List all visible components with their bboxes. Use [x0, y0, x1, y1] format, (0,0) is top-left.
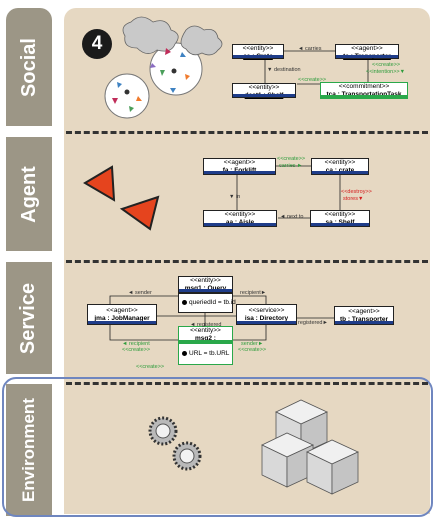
- badge-number: 4: [91, 33, 103, 54]
- intention-label: <<intention>>▼: [366, 69, 406, 75]
- gears-illustration: [148, 416, 202, 471]
- msg1-attr-dot: [182, 300, 187, 305]
- separator-social-agent: [66, 131, 428, 134]
- agent-create-label: <<create>>: [277, 156, 306, 162]
- sender-bottom-label: sender►: [241, 341, 264, 347]
- sender-top-label: ◄ sender: [128, 290, 152, 296]
- stores-label: stores▼: [343, 196, 364, 202]
- msg2-attr: URL = tb.URL: [189, 350, 230, 357]
- create-right-label: <<create>>: [372, 62, 401, 68]
- ca-crate-box: <<entity>>ca : Crate: [232, 44, 284, 60]
- badge-circle: [82, 29, 112, 59]
- msg1-attr-box: queriedId = tb.id: [178, 293, 236, 313]
- aa-aisle-box: <<entity>>aa : Aisle: [203, 210, 277, 227]
- msg1-query-box: <<entity>>msg1 : Query: [178, 276, 233, 293]
- agent-tab: Agent: [6, 137, 52, 251]
- isa-directory-box: <<service>>isa : Directory: [236, 304, 297, 325]
- social-tab: Social: [6, 8, 52, 126]
- environment-tab: Environment: [6, 384, 52, 516]
- registered-mid-label: ◄ registered: [190, 322, 222, 328]
- tb-transporter-box: <<agent>>tb : Transporter: [334, 306, 394, 325]
- next-to-label: ◄ next to: [280, 214, 304, 220]
- service-tab: Service: [6, 262, 52, 374]
- registered-right-label: registered►: [298, 320, 328, 326]
- environment-panel: [64, 377, 430, 514]
- create-bottom-left2-label: <<create>>: [136, 364, 165, 370]
- msg2-attr-box: URL = tb.URL: [178, 343, 233, 365]
- msg2-queryreply-box: <<entity>>msg2 : QueryReply: [178, 326, 233, 350]
- create-left-label: <<create>>: [298, 77, 327, 83]
- create-bottom-left-label: <<create>>: [122, 347, 151, 353]
- separator-agent-service: [66, 260, 428, 263]
- agent-arrowheads: [83, 165, 160, 231]
- in-label: ▼ in: [229, 194, 241, 200]
- carries-label: ◄ carries: [298, 46, 322, 52]
- recipient-top-label: recipient►: [240, 290, 267, 296]
- destroy-label: <<destroy>>: [341, 189, 372, 195]
- dest1-shelf-box: <<entity>>dest1 : Shelf: [232, 83, 296, 99]
- agent-panel: [64, 128, 430, 256]
- ta-transporter-box: <<agent>>ta : Transporter: [335, 44, 399, 60]
- destination-label: ▼ destination: [267, 67, 301, 73]
- fa-forklift-box: <<agent>>fa : Forklift: [203, 158, 276, 175]
- environment-frame: [2, 377, 433, 517]
- msg1-attr: queriedId = tb.id: [189, 299, 236, 306]
- create-bottom-right-label: <<create>>: [238, 347, 267, 353]
- msg2-attr-dot: [182, 351, 187, 356]
- agent-carries-label: carries ►: [279, 163, 303, 169]
- ca-crate-agent-box: <<entity>>ca : crate: [311, 158, 369, 175]
- cubes-illustration: [261, 399, 359, 495]
- sa-shelf-box: <<entity>>sa : Shelf: [310, 210, 370, 227]
- jma-jobmanager-box: <<agent>>jma : JobManager: [87, 304, 157, 325]
- society-illustration: [104, 16, 223, 119]
- recipient-bottom-label: ◄ recipient: [122, 341, 150, 347]
- tca-task-box: <<commitment>>tca : TransportationTask: [320, 82, 408, 99]
- separator-service-environment: [66, 382, 428, 385]
